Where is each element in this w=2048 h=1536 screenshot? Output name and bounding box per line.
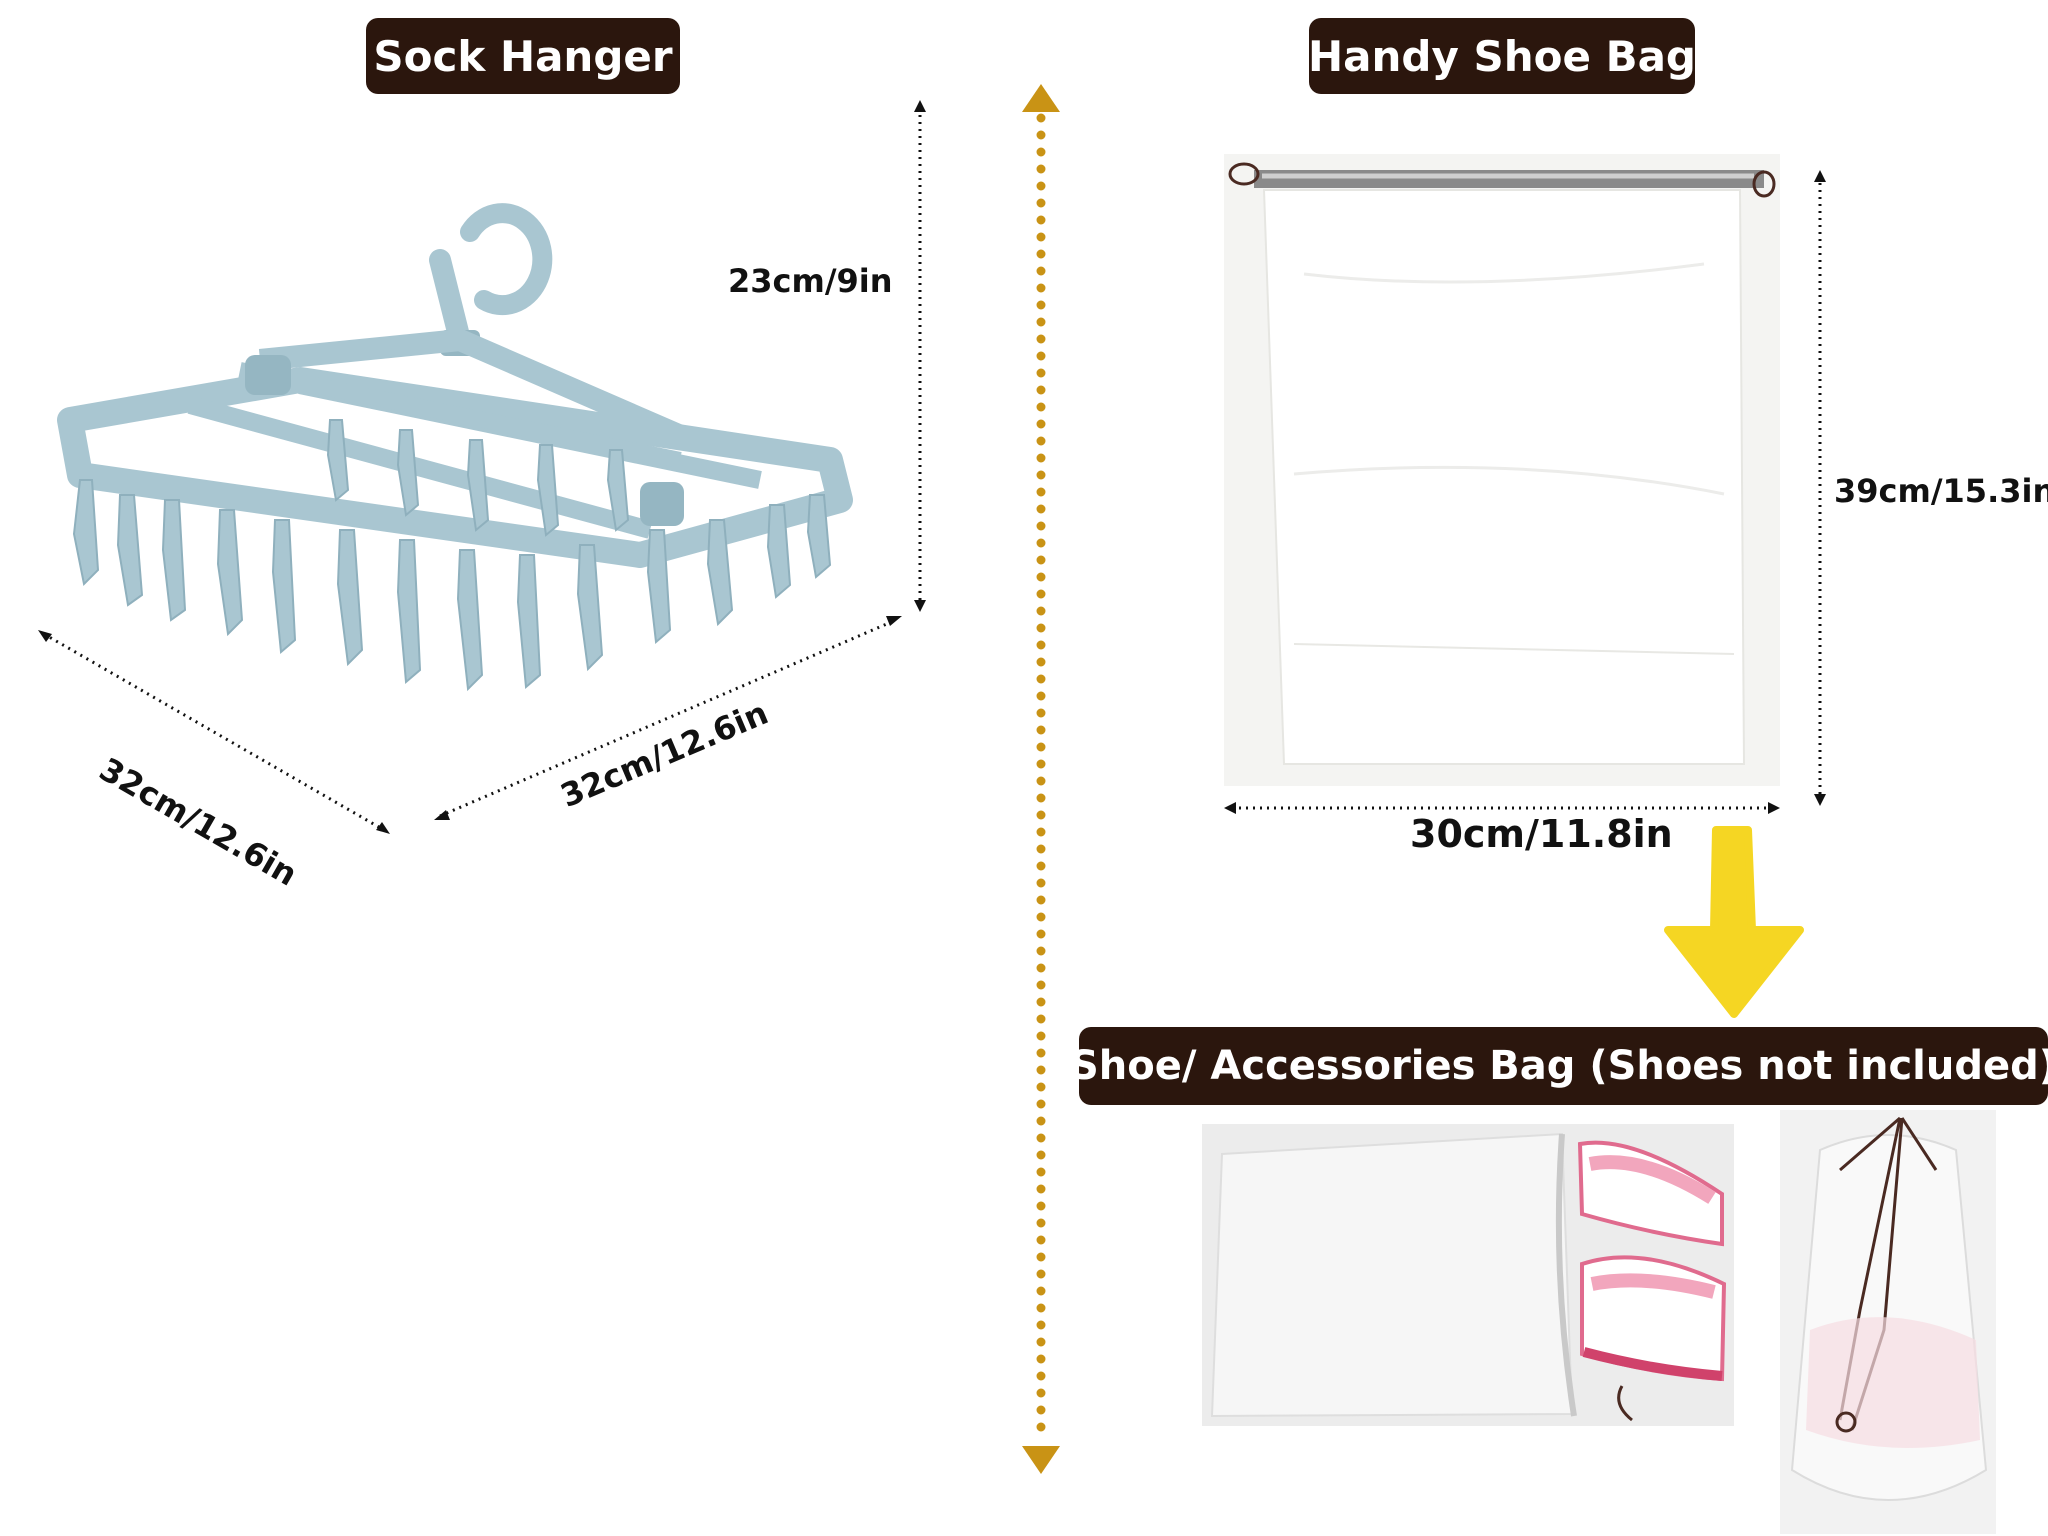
shoe-bag-title: Handy Shoe Bag bbox=[1308, 18, 1696, 94]
sock-hanger-title: Sock Hanger bbox=[366, 18, 680, 94]
hanger-height-label: 23cm/9in bbox=[728, 262, 893, 300]
bag-width-label: 30cm/11.8in bbox=[1410, 812, 1673, 856]
accessories-bag-image-2 bbox=[1780, 1110, 1996, 1534]
divider-top-arrowhead bbox=[1022, 84, 1060, 112]
divider-bottom-arrowhead bbox=[1022, 1446, 1060, 1474]
accessories-bag-title: Shoe/ Accessories Bag (Shoes not include… bbox=[1070, 1027, 2048, 1105]
bag-height-label: 39cm/15.3in bbox=[1834, 472, 2048, 510]
accessories-bag-image-1 bbox=[1202, 1124, 1734, 1426]
shoe-bag-image bbox=[1224, 154, 1780, 786]
